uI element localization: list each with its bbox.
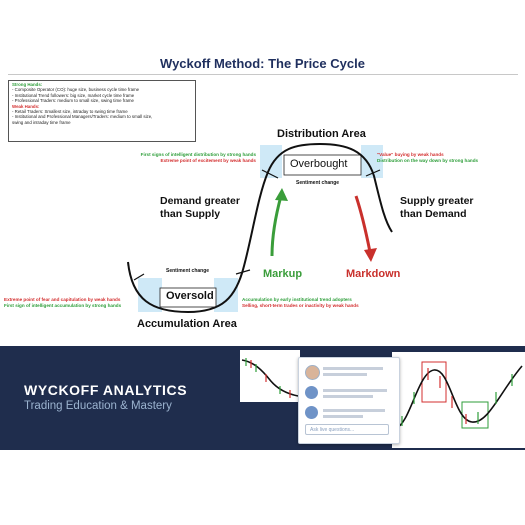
- oversold-left-zone: [138, 278, 162, 312]
- oversold-box: [159, 287, 217, 308]
- sentiment-change-top-label: Sentiment change: [296, 180, 340, 186]
- user-icon: [305, 406, 318, 419]
- sentiment-tick: [261, 169, 279, 179]
- banner-chart-thumbnail-left: [240, 350, 300, 402]
- annotation-value-buying: "Value" buying by weak hands: [377, 152, 444, 157]
- chat-placeholder-line: [323, 415, 363, 418]
- user-icon: [305, 386, 318, 399]
- overbought-left-zone: [260, 145, 282, 178]
- strong-hands-item: - Professional Traders: medium to small …: [12, 98, 135, 104]
- frame-top-line: [8, 74, 518, 75]
- strong-hands-item: - Composite Operator (CO): huge size, bu…: [12, 87, 140, 93]
- strong-hands-item: - Institutional Trend followers: big siz…: [12, 92, 135, 98]
- brand-tagline: Trading Education & Mastery: [24, 400, 172, 412]
- oversold-label: Oversold: [166, 290, 214, 302]
- banner-chart-thumbnail-right: [392, 352, 525, 448]
- demand-greater-label: Demand greater than Supply: [160, 195, 240, 220]
- price-cycle-graphic: [127, 142, 393, 314]
- markup-arrowhead: [275, 188, 288, 201]
- live-chat-panel: Ask live questions...: [298, 357, 400, 444]
- sentiment-tick: [133, 273, 145, 281]
- annotation-first-sign-accumulation: First sign of intelligent accumulation b…: [4, 303, 122, 308]
- annotation-selling-weak-hands: Selling, short-term trades or inactivity…: [242, 303, 359, 308]
- accumulation-area-label: Accumulation Area: [137, 318, 237, 330]
- sentiment-tick: [365, 169, 381, 177]
- annotation-early-accumulation: Accumulation by early institutional tren…: [242, 297, 352, 302]
- diagram-title: Wyckoff Method: The Price Cycle: [160, 56, 365, 71]
- annotation-distribution-way-down: Distribution on the way down by strong h…: [377, 158, 479, 163]
- chat-placeholder-line: [323, 389, 387, 392]
- ask-question-input[interactable]: Ask live questions...: [305, 424, 389, 435]
- chat-placeholder-line: [323, 373, 367, 376]
- chat-placeholder-line: [323, 409, 385, 412]
- markdown-label: Markdown: [346, 268, 401, 280]
- avatar: [305, 365, 320, 380]
- weak-hands-item: - Institutional and Professional Manager…: [12, 114, 153, 120]
- chat-placeholder-line: [323, 367, 383, 370]
- weak-hands-item: - Retail Traders: Smallest size, intrada…: [12, 109, 128, 115]
- weak-hands-heading: Weak Hands:: [12, 103, 40, 109]
- chat-placeholder-line: [323, 395, 373, 398]
- markup-label: Markup: [263, 268, 303, 280]
- brand-name: WYCKOFF ANALYTICS: [24, 382, 188, 398]
- annotation-extreme-fear: Extreme point of fear and capitulation b…: [4, 297, 121, 302]
- markdown-arrowhead: [364, 248, 377, 262]
- strong-hands-heading: Strong Hands:: [12, 82, 43, 87]
- sentiment-tick: [235, 269, 251, 275]
- overbought-right-zone: [361, 145, 383, 178]
- supply-greater-label: Supply greater than Demand: [400, 195, 474, 220]
- sentiment-change-bottom-label: Sentiment change: [166, 268, 210, 274]
- annotation-first-signs-distribution: First signs of intelligent distribution …: [140, 152, 256, 157]
- distribution-area-label: Distribution Area: [277, 128, 366, 140]
- hands-legend-box: Strong Hands: - Composite Operator (CO):…: [8, 80, 196, 142]
- markup-arrow: [270, 195, 283, 257]
- annotation-extreme-excitement: Extreme point of excitement by weak hand…: [160, 158, 256, 163]
- markdown-arrow: [354, 195, 372, 253]
- overbought-label: Overbought: [290, 158, 348, 170]
- weak-hands-item: swing and intraday time frame: [12, 119, 71, 125]
- overbought-box: [283, 154, 362, 176]
